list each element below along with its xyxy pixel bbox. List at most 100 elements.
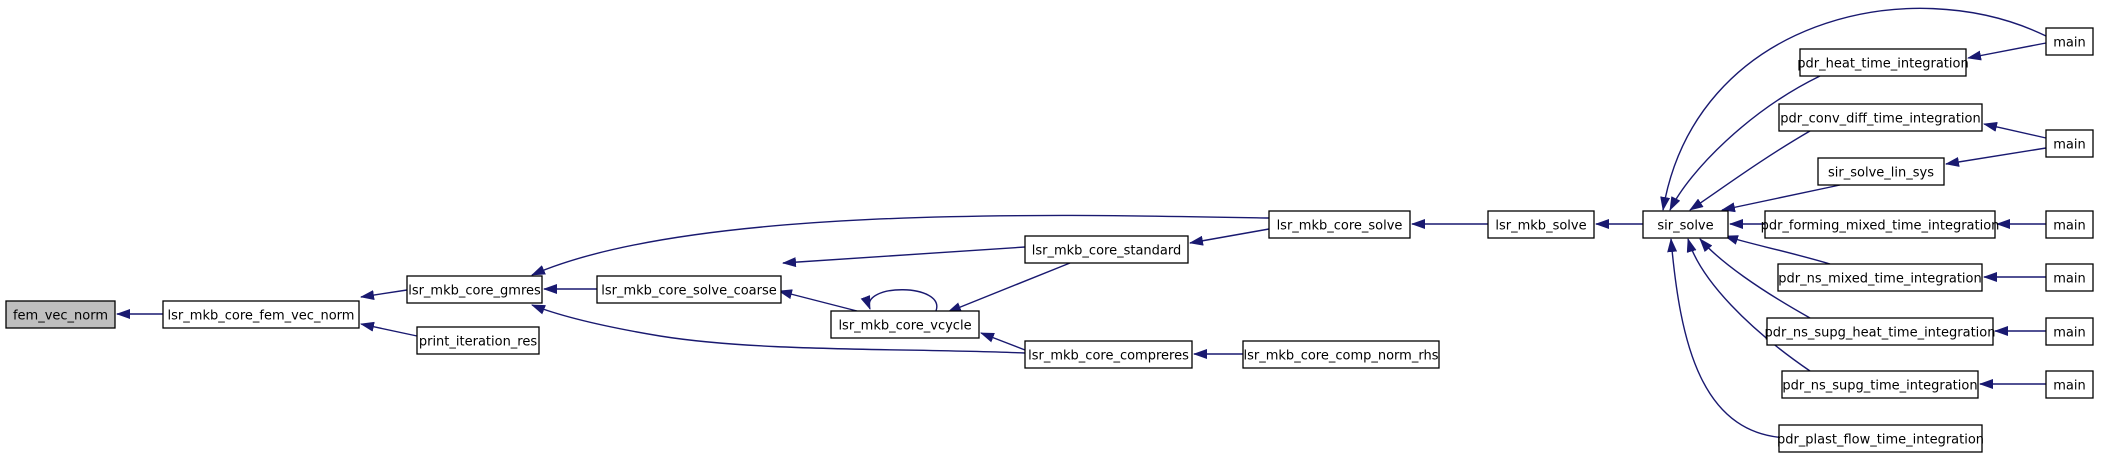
node-print_iteration_res[interactable]: print_iteration_res: [416, 326, 540, 355]
node-label: lsr_mkb_core_compreres: [1028, 349, 1189, 364]
node-main_2[interactable]: main: [2045, 129, 2094, 158]
node-pdr_ns_supg_heat_time_integration[interactable]: pdr_ns_supg_heat_time_integration: [1765, 317, 1996, 346]
node-fem_vec_norm: fem_vec_norm: [5, 300, 116, 329]
node-label: pdr_conv_diff_time_integration: [1780, 112, 1980, 127]
node-lsr_mkb_core_comp_norm_rhs[interactable]: lsr_mkb_core_comp_norm_rhs: [1242, 340, 1440, 369]
edge-lsr_mkb_core_solve-to-lsr_mkb_core_gmres: [531, 214, 1270, 276]
node-label: print_iteration_res: [419, 335, 538, 350]
node-label: lsr_mkb_core_standard: [1032, 244, 1182, 259]
edge-lsr_mkb_core_vcycle-to-lsr_mkb_core_solve_coarse: [778, 289, 858, 312]
node-label: lsr_mkb_core_gmres: [408, 284, 541, 299]
edge-pdr_plast_flow_time_integration-to-sir_solve: [1667, 238, 1796, 439]
node-sir_solve[interactable]: sir_solve: [1642, 210, 1729, 239]
node-label: pdr_ns_supg_heat_time_integration: [1765, 326, 1996, 341]
edge-pdr_ns_mixed_time_integration-to-sir_solve: [1724, 235, 1831, 265]
node-pdr_plast_flow_time_integration[interactable]: pdr_plast_flow_time_integration: [1777, 424, 1984, 453]
node-box: [406, 275, 543, 304]
edge-main_1-to-sir_solve: [1660, 7, 2047, 211]
edge-lsr_mkb_core_standard-to-lsr_mkb_core_solve_coarse: [782, 246, 1026, 268]
node-label: pdr_ns_mixed_time_integration: [1778, 272, 1981, 287]
node-box: [1817, 157, 1945, 186]
node-label: lsr_mkb_core_fem_vec_norm: [168, 309, 355, 324]
node-lsr_mkb_core_vcycle[interactable]: lsr_mkb_core_vcycle: [830, 310, 980, 339]
node-lsr_mkb_core_standard[interactable]: lsr_mkb_core_standard: [1024, 235, 1189, 264]
edge-lsr_mkb_core_compreres-to-lsr_mkb_core_vcycle: [980, 332, 1026, 351]
node-box: [2045, 317, 2094, 346]
node-label: sir_solve: [1657, 219, 1713, 234]
edge-main_1-to-pdr_heat_time_integration: [1967, 42, 2047, 61]
node-lsr_mkb_solve[interactable]: lsr_mkb_solve: [1487, 210, 1595, 239]
edge-sir_solve_lin_sys-to-sir_solve: [1721, 184, 1841, 213]
node-lsr_mkb_core_solve_coarse[interactable]: lsr_mkb_core_solve_coarse: [596, 275, 782, 304]
node-label: main: [2053, 379, 2085, 394]
node-box: [596, 275, 782, 304]
edge-lsr_mkb_core_gmres-to-lsr_mkb_core_fem_vec_norm: [360, 289, 408, 300]
node-box: [2045, 27, 2094, 56]
node-box: [830, 310, 980, 339]
edge-lsr_mkb_core_compreres-to-lsr_mkb_core_gmres: [531, 304, 1026, 354]
node-label: lsr_mkb_core_solve_coarse: [601, 284, 777, 299]
node-label: pdr_ns_supg_time_integration: [1782, 379, 1977, 394]
node-box: [1024, 235, 1189, 264]
edge-pdr_conv_diff_time_integration-to-sir_solve: [1689, 130, 1811, 211]
node-label: sir_solve_lin_sys: [1828, 166, 1934, 181]
node-label: main: [2053, 138, 2085, 153]
edge-main_2-to-pdr_conv_diff_time_integration: [1983, 121, 2047, 139]
edge-lsr_mkb_core_solve-to-lsr_mkb_core_standard: [1189, 228, 1270, 246]
node-pdr_heat_time_integration[interactable]: pdr_heat_time_integration: [1797, 48, 1969, 77]
node-box: [1024, 340, 1193, 369]
node-pdr_forming_mixed_time_integration[interactable]: pdr_forming_mixed_time_integration: [1761, 210, 2000, 239]
node-box: [1799, 48, 1967, 77]
node-box: [2045, 263, 2094, 292]
node-label: main: [2053, 326, 2085, 341]
edge-print_iteration_res-to-lsr_mkb_core_fem_vec_norm: [360, 321, 418, 337]
node-box: [1242, 340, 1440, 369]
node-main_5[interactable]: main: [2045, 317, 2094, 346]
node-label: fem_vec_norm: [13, 309, 108, 324]
node-lsr_mkb_core_solve[interactable]: lsr_mkb_core_solve: [1268, 210, 1411, 239]
node-pdr_ns_supg_time_integration[interactable]: pdr_ns_supg_time_integration: [1781, 370, 1979, 399]
edge-pdr_ns_supg_heat_time_integration-to-sir_solve: [1699, 238, 1811, 319]
node-label: pdr_plast_flow_time_integration: [1777, 433, 1984, 448]
node-label: lsr_mkb_core_vcycle: [838, 319, 971, 334]
node-label: lsr_mkb_core_comp_norm_rhs: [1244, 349, 1439, 364]
node-main_6[interactable]: main: [2045, 370, 2094, 399]
node-label: main: [2053, 36, 2085, 51]
node-box: [2045, 210, 2094, 239]
edge-pdr_ns_supg_time_integration-to-sir_solve: [1686, 238, 1811, 372]
node-box: [1642, 210, 1729, 239]
node-label: main: [2053, 219, 2085, 234]
node-label: lsr_mkb_core_solve: [1277, 219, 1403, 234]
edge-main_2-to-sir_solve_lin_sys: [1945, 147, 2047, 167]
node-box: [1778, 103, 1983, 132]
node-box: [162, 300, 360, 329]
edge-lsr_mkb_core_standard-to-lsr_mkb_core_vcycle: [947, 262, 1071, 313]
node-box: [5, 300, 116, 329]
node-main_3[interactable]: main: [2045, 210, 2094, 239]
node-box: [1764, 210, 1996, 239]
node-box: [1778, 424, 1983, 453]
node-lsr_mkb_core_fem_vec_norm[interactable]: lsr_mkb_core_fem_vec_norm: [162, 300, 360, 329]
node-label: main: [2053, 272, 2085, 287]
node-box: [1268, 210, 1411, 239]
node-main_4[interactable]: main: [2045, 263, 2094, 292]
node-sir_solve_lin_sys[interactable]: sir_solve_lin_sys: [1817, 157, 1945, 186]
node-label: pdr_forming_mixed_time_integration: [1761, 219, 2000, 234]
node-pdr_ns_mixed_time_integration[interactable]: pdr_ns_mixed_time_integration: [1777, 263, 1983, 292]
node-label: pdr_heat_time_integration: [1797, 57, 1968, 72]
node-box: [2045, 370, 2094, 399]
node-label: lsr_mkb_solve: [1495, 219, 1586, 234]
node-box: [1781, 370, 1979, 399]
node-box: [1766, 317, 1994, 346]
node-lsr_mkb_core_compreres[interactable]: lsr_mkb_core_compreres: [1024, 340, 1193, 369]
edge-pdr_heat_time_integration-to-sir_solve: [1669, 75, 1821, 211]
node-box: [416, 326, 540, 355]
node-lsr_mkb_core_gmres[interactable]: lsr_mkb_core_gmres: [406, 275, 543, 304]
node-pdr_conv_diff_time_integration[interactable]: pdr_conv_diff_time_integration: [1778, 103, 1983, 132]
node-box: [2045, 129, 2094, 158]
node-box: [1487, 210, 1595, 239]
edge-lsr_mkb_core_vcycle-to-lsr_mkb_core_vcycle: [860, 289, 938, 312]
node-box: [1777, 263, 1983, 292]
node-main_1[interactable]: main: [2045, 27, 2094, 56]
